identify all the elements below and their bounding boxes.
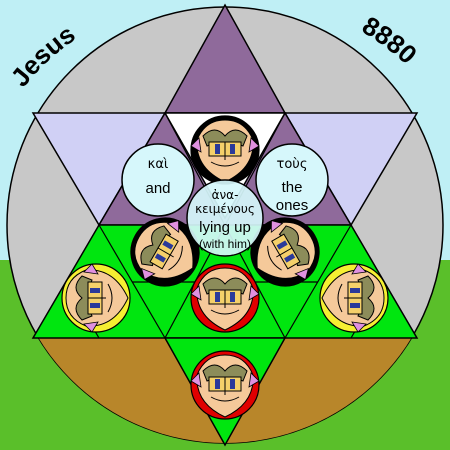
face-left-inner	[130, 217, 200, 287]
face-right-outer	[319, 263, 389, 333]
ana-greek-2: κειμένους	[195, 202, 255, 216]
face-left-outer	[61, 263, 131, 333]
face-center	[190, 263, 260, 333]
word-bubble-ana	[186, 179, 264, 257]
tous-english-2: ones	[276, 197, 309, 214]
tous-english-1: the	[282, 179, 303, 196]
face-bottom	[190, 350, 260, 420]
face-top	[190, 115, 260, 185]
word-bubble-kai	[121, 143, 195, 217]
face-right-inner	[250, 217, 320, 287]
ana-english-2: (with him)	[199, 237, 251, 251]
ana-greek-1: ἀνα-	[212, 188, 239, 202]
tous-greek: τοὺς	[277, 157, 308, 172]
word-bubble-tous	[255, 143, 329, 217]
kai-english: and	[145, 180, 170, 197]
ana-english-1: lying up	[199, 219, 251, 236]
kai-greek: καὶ	[148, 157, 169, 172]
faces-group	[61, 115, 389, 420]
